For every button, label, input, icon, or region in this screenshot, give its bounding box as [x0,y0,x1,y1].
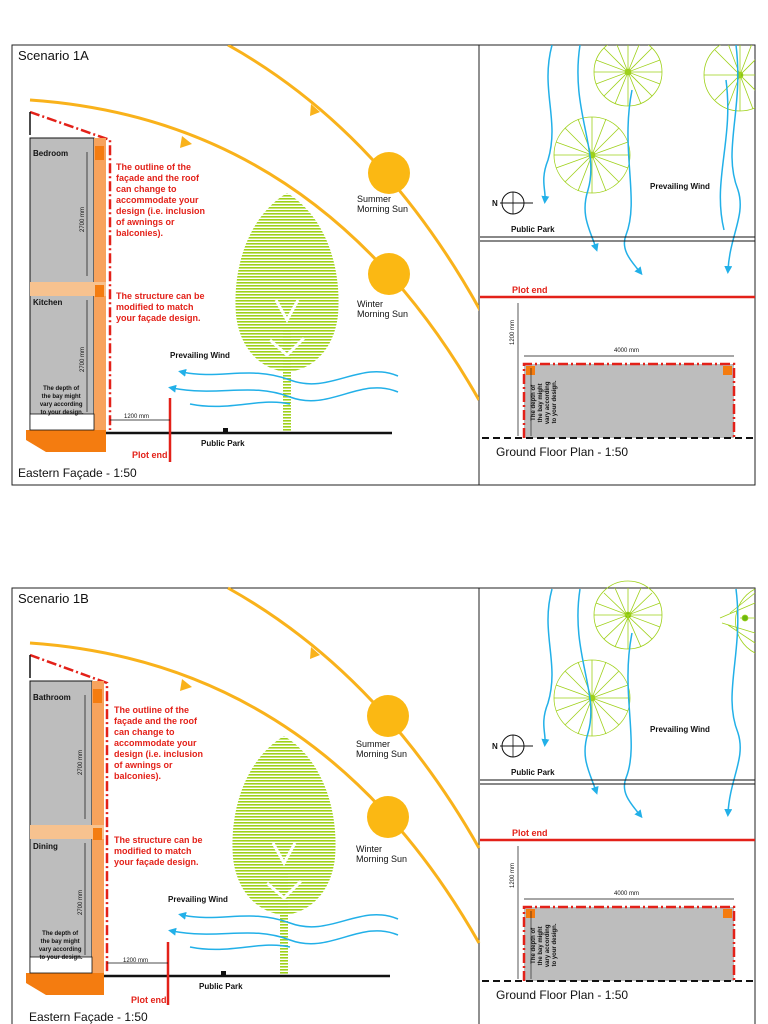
wind-label: Prevailing Wind [168,895,228,904]
park-marker [223,428,228,433]
plan-public-park-label: Public Park [511,768,555,777]
plan-wind-label: Prevailing Wind [650,182,710,191]
winter-sun-icon [367,796,409,838]
summer-sun-icon [367,695,409,737]
dim-upper: 2700 mm [80,207,86,232]
room-upper-label: Bathroom [33,693,71,702]
plan-dim-side: 1200 mm [510,863,516,888]
facade-caption: Eastern Façade - 1:50 [18,466,137,480]
north-arrow-icon [500,734,533,758]
prevailing-wind-arrows [168,911,399,951]
offset-dim: 1200 mm [124,414,149,420]
tree-icon [232,736,336,978]
prevailing-wind-arrows [168,368,399,408]
plan-bay-note: The depth of the bay might vary accordin… [531,923,558,967]
wind-plan-arrows [541,588,741,819]
ground-floor-plan [541,45,755,276]
building-section [26,653,168,995]
dim-upper: 2700 mm [78,750,84,775]
plan-footprint [524,907,734,981]
scenario-1b-panel: Scenario 1B Summer Morning Sun Winter Mo… [11,580,756,1024]
tree-plan-icon [553,116,631,194]
ground-floor-plan [541,580,756,819]
plan-plot-end-label: Plot end [512,285,548,295]
dim-lower: 2700 mm [78,890,84,915]
plan-dim-width: 4000 mm [614,348,639,354]
plan-column [723,909,732,918]
park-marker [221,971,226,976]
facade-caption: Eastern Façade - 1:50 [29,1010,148,1024]
outline-note: The outline of the façade and the roof c… [116,162,208,238]
plan-wind-label: Prevailing Wind [650,725,710,734]
room-lower-label: Kitchen [33,298,62,307]
sun-path-arrow [180,679,192,691]
north-label: N [492,742,498,751]
tree-plan-icon [593,45,663,107]
summer-sun-path [227,586,481,849]
plan-dim-side: 1200 mm [510,320,516,345]
summer-sun-label: Summer Morning Sun [357,194,408,214]
tree-icon [235,193,339,435]
structure-note: The structure can be modified to match y… [116,291,207,323]
plan-footprint [524,364,734,438]
public-park-label: Public Park [199,982,243,991]
tree-plan-icon [553,659,631,737]
scenario-title: Scenario 1B [18,591,89,606]
winter-sun-label: Winter Morning Sun [357,299,408,319]
plan-column [526,909,535,918]
structure-note: The structure can be modified to match y… [114,835,205,867]
plan-public-park-label: Public Park [511,225,555,234]
sun-path-arrow [310,647,320,659]
plan-outline [522,362,736,438]
building-section [26,110,170,452]
public-park-label: Public Park [201,439,245,448]
north-arrow-icon [500,191,533,215]
scenario-1a-panel: Scenario 1A Summer Morning Sun Winter Mo… [11,44,756,486]
winter-sun-path [29,98,479,401]
north-label: N [492,199,498,208]
plan-frame [478,587,756,1024]
tree-plan-icon [593,580,663,650]
outline-note: The outline of the façade and the roof c… [114,705,206,781]
offset-dim: 1200 mm [123,958,148,964]
sun-path-arrow [180,136,192,148]
dim-lower: 2700 mm [80,347,86,372]
bay-depth-note: The depth of the bay might vary accordin… [39,931,83,961]
room-upper-label: Bedroom [33,149,68,158]
plan-outline [522,905,736,981]
summer-sun-icon [368,152,410,194]
room-lower-label: Dining [33,842,58,851]
plan-caption: Ground Floor Plan - 1:50 [496,988,628,1002]
bay-depth-note: The depth of the bay might vary accordin… [40,386,84,416]
plot-end-label: Plot end [132,450,168,460]
plan-caption: Ground Floor Plan - 1:50 [496,445,628,459]
wind-plan-arrows [541,45,741,276]
winter-sun-path [29,641,481,944]
plan-plot-end-label: Plot end [512,828,548,838]
sun-path-arrow [310,104,320,116]
plan-column [526,366,535,375]
winter-sun-label: Winter Morning Sun [356,844,407,864]
scenario-title: Scenario 1A [18,48,89,63]
plan-dim-width: 4000 mm [614,891,639,897]
plan-column [723,366,732,375]
wind-label: Prevailing Wind [170,351,230,360]
winter-sun-icon [368,253,410,295]
plot-end-label: Plot end [131,995,167,1005]
plan-bay-note: The depth of the bay might vary accordin… [531,380,558,424]
summer-sun-label: Summer Morning Sun [356,739,407,759]
summer-sun-path [227,45,479,311]
